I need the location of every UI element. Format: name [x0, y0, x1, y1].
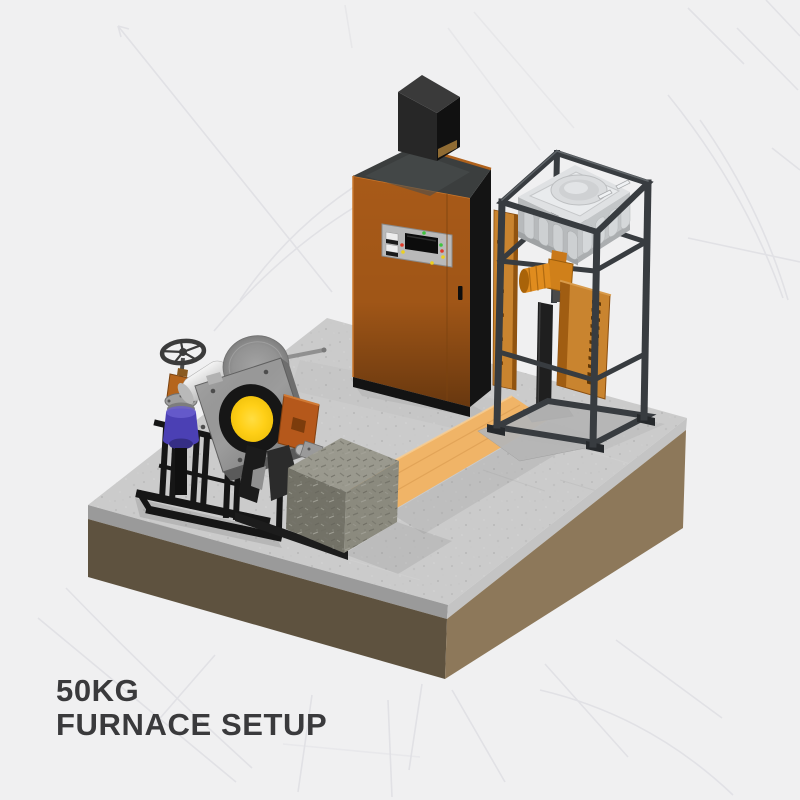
post-right: [640, 179, 652, 421]
cabinet-side: [470, 169, 491, 407]
indicator-leds: [400, 231, 445, 265]
hand-wheel: [159, 338, 207, 366]
post-left: [493, 198, 506, 429]
control-cabinet: [352, 75, 492, 417]
box-slot-1: [597, 189, 613, 200]
valve-gland: [177, 368, 188, 377]
brick-right-texture: [344, 461, 399, 553]
panel-display[interactable]: [405, 233, 438, 254]
box-lid-highlight: [564, 182, 588, 194]
post-front: [589, 228, 601, 448]
top-rail-highlight: [500, 149, 649, 202]
title-line2: FURNACE SETUP: [56, 707, 328, 742]
duct-collar: [438, 140, 457, 158]
brick-block: [235, 438, 399, 560]
title-block: 50KG FURNACE SETUP: [56, 674, 327, 742]
melt-port: [218, 384, 286, 454]
brick-top-texture: [288, 438, 399, 492]
crucible-box: [518, 165, 631, 266]
display-glare: [406, 235, 437, 242]
valve-pipe: [175, 448, 187, 495]
cabinet-plinth: [353, 377, 470, 417]
sketch-lines: [37, 0, 800, 798]
exhaust-duct: [398, 75, 460, 161]
brick-left-texture: [286, 468, 346, 553]
bracket-slot: [291, 417, 306, 433]
slab-edge-right: [447, 418, 687, 619]
base-face-left: [88, 519, 447, 679]
cabinet-top-sheen: [365, 152, 470, 196]
body-bracket: [206, 372, 223, 385]
base-face-right: [445, 430, 686, 679]
tilt-bracket: [277, 394, 320, 454]
valve-body-top: [166, 406, 196, 418]
top-rails: [496, 149, 654, 236]
base-rail: [235, 512, 348, 560]
door-handle[interactable]: [458, 286, 463, 300]
control-panel: [381, 223, 453, 268]
panel-switches[interactable]: [385, 231, 399, 257]
shaft-tip: [321, 347, 327, 353]
valve-body-base: [169, 438, 193, 450]
slab-edge-left: [88, 505, 448, 619]
support-frame: [477, 149, 657, 462]
title-line1: 50KG: [56, 673, 140, 708]
valve-body: [163, 408, 199, 446]
box-slot-2: [615, 179, 631, 190]
cabinet-front-shade: [353, 176, 470, 407]
heater-plate-front: [556, 279, 612, 400]
tilting-furnace: [135, 335, 327, 542]
